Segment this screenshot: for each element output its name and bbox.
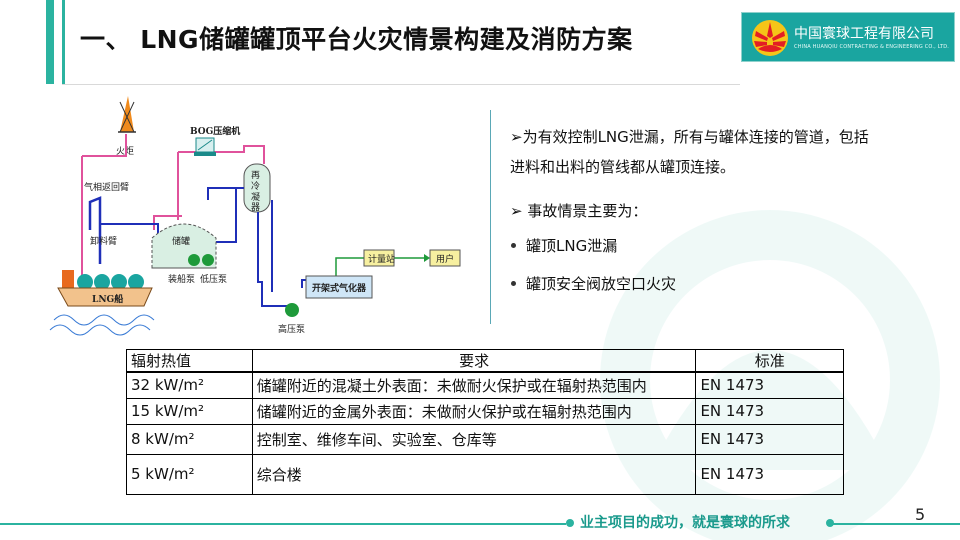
table-header-cell: 辐射热值 [126, 349, 253, 373]
header-divider [62, 84, 740, 85]
petrochina-logo-icon [752, 20, 788, 56]
label-tank: 储罐 [172, 235, 190, 247]
table-row: 8 kW/m² 控制室、维修车间、实验室、仓库等 EN 1473 [126, 423, 844, 455]
label-ship: LNG船 [92, 293, 123, 305]
table-cell: 综合楼 [251, 453, 697, 495]
table-cell: 15 kW/m² [126, 397, 253, 425]
metering-box [363, 249, 395, 267]
vaporizer-box [305, 275, 373, 299]
text-para1-line2: 进料和出料的管线都从罐顶连接。 [510, 158, 736, 176]
label-loading-pump: 装船泵 [168, 273, 195, 285]
label-metering: 计量站 [368, 253, 395, 265]
bullet-item-1: 罐顶LNG泄漏 [526, 237, 618, 255]
bog-compressor-icon [194, 137, 216, 156]
table-row: 15 kW/m² 储罐附近的金属外表面：未做耐火保护或在辐射热范围内 EN 14… [126, 397, 844, 425]
footer-slogan: 业主项目的成功，就是寰球的所求 [580, 515, 790, 531]
label-vaporizer: 开架式气化器 [312, 282, 367, 294]
table-cell: EN 1473 [695, 371, 844, 399]
bullet-icon [511, 281, 516, 286]
loading-pump-icon [188, 254, 200, 266]
table-header-cell: 标准 [695, 349, 844, 373]
company-logo: 中国寰球工程有限公司 CHINA HUANQIU CONTRACTING & E… [741, 12, 955, 62]
table-cell: 储罐附近的金属外表面：未做耐火保护或在辐射热范围内 [251, 397, 697, 425]
page-number: 5 [915, 505, 926, 524]
gas-line-metering [335, 257, 364, 280]
footer-line-right [832, 523, 960, 525]
vapor-line-torch [82, 134, 127, 157]
table-header-cell: 要求 [251, 349, 697, 373]
arrow-user-icon [424, 254, 430, 262]
hp-pump-icon [285, 303, 299, 317]
header-accent-bar [46, 0, 54, 84]
unloading-arm-icon [88, 196, 102, 264]
wave-icon-2 [49, 324, 151, 336]
label-recondenser-4: 器 [251, 202, 260, 213]
table-cell: EN 1473 [695, 397, 844, 425]
table-cell: EN 1473 [695, 453, 844, 495]
label-hp-pump: 高压泵 [278, 323, 305, 335]
bullet-item-2: 罐顶安全阀放空口火灾 [526, 275, 677, 293]
wave-icon [53, 314, 155, 326]
table-cell: 控制室、维修车间、实验室、仓库等 [251, 423, 697, 455]
table-row: 5 kW/m² 综合楼 EN 1473 [126, 453, 844, 495]
user-box [429, 249, 461, 267]
header-accent-bar-thin [62, 0, 65, 84]
label-bog: BOG压缩机 [190, 125, 240, 137]
label-recondenser-2: 冷 [251, 180, 260, 192]
bullet-icon [511, 243, 516, 248]
storage-tank-icon [151, 223, 217, 269]
vapor-line-bog [178, 145, 265, 164]
footer-dot-icon [566, 519, 574, 527]
label-vapor-return: 气相返回臂 [84, 181, 129, 193]
label-recondenser-3: 凝 [251, 192, 260, 203]
radiation-table: 辐射热值 要求 标准 32 kW/m² 储罐附近的混凝土外表面：未做耐火保护或在… [126, 349, 844, 495]
label-unloading-arm: 卸料臂 [90, 235, 117, 247]
liquid-line-tank-out [207, 187, 237, 243]
liquid-line-hp [257, 212, 290, 307]
footer-line-left [0, 523, 566, 525]
vapor-line-return [153, 215, 182, 230]
text-para2: ➢ 事故情景主要为： [510, 202, 648, 220]
table-cell: 5 kW/m² [126, 453, 253, 495]
logo-company-name: 中国寰球工程有限公司 [794, 26, 934, 42]
lp-pump-icon [202, 254, 214, 266]
footer-dot-icon [826, 519, 834, 527]
lng-process-diagram: 火炬 BOG压缩机 再 冷 凝 器 [49, 96, 461, 336]
text-para1-line1: ➢为有效控制LNG泄漏，所有与罐体连接的管道，包括 [510, 128, 869, 146]
table-cell: 储罐附近的混凝土外表面：未做耐火保护或在辐射热范围内 [251, 371, 697, 399]
logo-company-name-en: CHINA HUANQIU CONTRACTING & ENGINEERING … [794, 44, 950, 50]
table-cell: EN 1473 [695, 423, 844, 455]
label-lp-pump: 低压泵 [200, 273, 227, 285]
page-title: 一、 LNG储罐罐顶平台火灾情景构建及消防方案 [80, 25, 633, 54]
content-divider [490, 110, 491, 324]
table-header-row: 辐射热值 要求 标准 [126, 349, 844, 373]
label-user: 用户 [436, 253, 454, 265]
label-recondenser-1: 再 [251, 170, 260, 181]
torch-icon [118, 96, 136, 133]
table-cell: 32 kW/m² [126, 371, 253, 399]
lng-ship-icon [57, 270, 153, 307]
table-row: 32 kW/m² 储罐附近的混凝土外表面：未做耐火保护或在辐射热范围内 EN 1… [126, 371, 844, 399]
table-cell: 8 kW/m² [126, 423, 253, 455]
